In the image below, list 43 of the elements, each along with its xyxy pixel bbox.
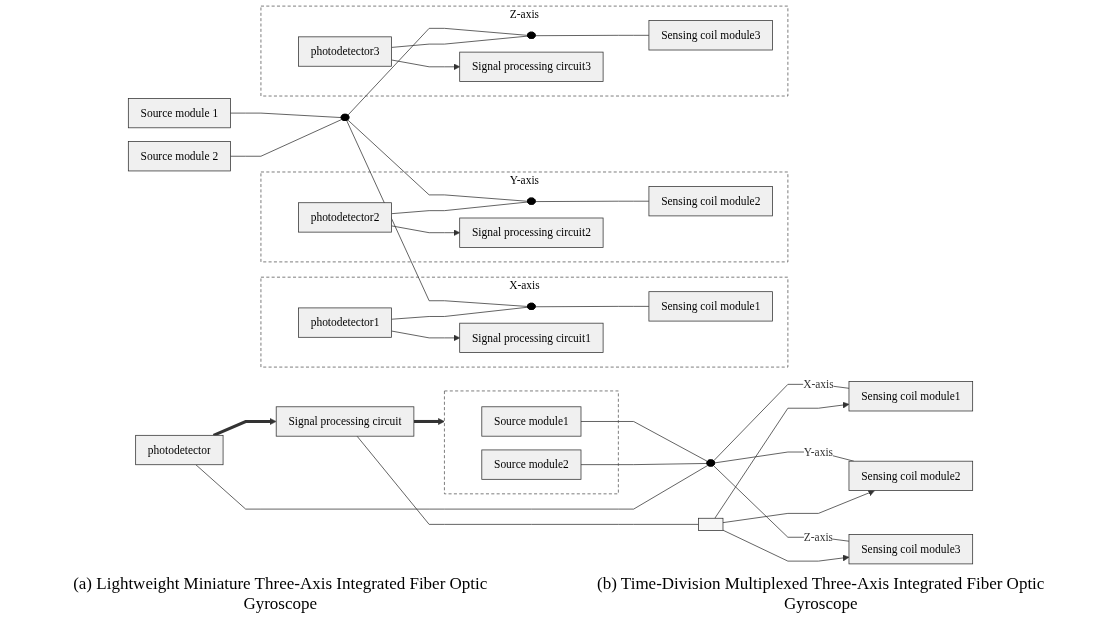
connector [535,34,650,37]
node-box: photodetector2 [298,202,392,233]
edge-label: Y-axis [803,445,834,458]
connector [230,112,342,118]
node-box: Source module 2 [127,141,231,172]
node-box: Sensing coil module1 [648,291,773,322]
connector [391,201,529,215]
connector [195,464,709,510]
node-box: Signal processing circuit1 [459,322,604,353]
edge-label: X-axis [803,378,834,391]
connector [580,421,709,462]
connector [230,118,343,157]
node-box: photodetector [135,434,224,466]
connector [391,306,529,320]
node-box: Signal processing circuit [275,406,415,437]
connector [713,384,850,462]
node-box: photodetector3 [298,36,392,67]
connector [535,200,650,202]
node-box: Signal processing circuit3 [459,51,604,82]
node-box: Source module1 [481,406,582,437]
connector [346,120,529,307]
cluster [444,390,619,495]
arrow [413,418,445,425]
connector [356,435,699,525]
arrow [212,418,277,437]
connector [391,35,529,48]
node-box: Sensing coil module1 [848,381,974,412]
connector [347,27,529,116]
edge-label: Z-axis [803,530,834,544]
connector [580,463,708,465]
node-box: Signal processing circuit2 [459,217,604,248]
connector [535,306,650,308]
node-box: Source module2 [481,449,582,480]
node-box: photodetector1 [298,307,392,338]
node-box: Sensing coil module3 [648,20,773,51]
node-box [698,517,724,531]
connector [347,119,529,202]
node-box: Source module 1 [127,98,231,129]
node-box: Sensing coil module2 [648,186,773,217]
figure-caption: (a) Lightweight Miniature Three-Axis Integrated Fiber Optic Gyroscope [72,574,489,614]
node-box: Sensing coil module3 [848,534,974,565]
node-box: Sensing coil module2 [848,460,974,491]
figure-caption: (b) Time-Division Multiplexed Three-Axis Integrated Fiber Optic Gyroscope [596,574,1046,614]
